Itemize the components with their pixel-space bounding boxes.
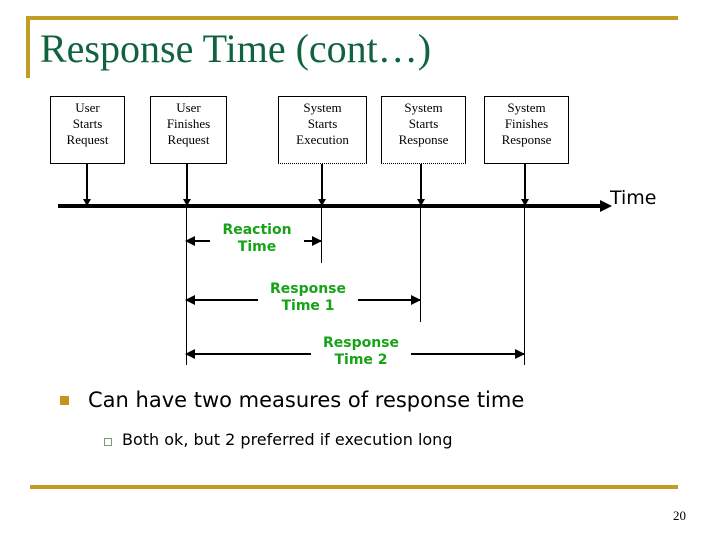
- measure-label-reaction-time: Reaction Time: [210, 222, 304, 256]
- measure-arrow-right-response-time-1: [411, 295, 421, 305]
- measure-label-line-2: Time 2: [334, 352, 388, 368]
- event-box-system-starts-response: System Starts Response: [381, 96, 466, 164]
- measure-arrow-left-response-time-2: [185, 349, 195, 359]
- measure-label-line-1: Response: [322, 335, 400, 351]
- title-left-rule: [26, 16, 30, 78]
- page-title: Response Time (cont…): [40, 26, 432, 71]
- timeline-axis-label: Time: [610, 187, 657, 209]
- timeline-axis: [58, 204, 603, 208]
- event-box-line-1: User: [75, 100, 100, 115]
- bullet-level2-text: Both ok, but 2 preferred if execution lo…: [122, 430, 453, 449]
- measure-label-line-2: Time: [237, 239, 277, 255]
- drop-arrow-system-starts-response: [417, 164, 425, 206]
- event-box-line-3: Response: [398, 132, 449, 147]
- guide-line-system-starts-execution: [321, 207, 322, 263]
- measure-label-line-2: Time 1: [281, 298, 335, 314]
- page-number: 20: [673, 508, 686, 523]
- event-box-line-2: Starts: [72, 116, 103, 131]
- event-box-line-1: System: [507, 100, 546, 115]
- event-box-user-starts-request: User Starts Request: [50, 96, 125, 164]
- event-box-system-finishes-response: System Finishes Response: [484, 96, 569, 164]
- measure-label-response-time-2: Response Time 2: [311, 335, 411, 369]
- event-box-line-3: Request: [167, 132, 210, 147]
- footer-rule: [30, 485, 678, 489]
- measure-label-response-time-1: Response Time 1: [258, 281, 358, 315]
- event-box-line-3: Response: [501, 132, 552, 147]
- event-box-line-3: Execution: [296, 132, 349, 147]
- measure-label-line-1: Reaction: [222, 222, 292, 238]
- bullet-level2-marker: [104, 438, 112, 446]
- event-box-line-1: System: [303, 100, 342, 115]
- event-box-line-2: Starts: [408, 116, 439, 131]
- guide-line-system-finishes-response: [524, 207, 525, 365]
- event-box-line-3: Request: [66, 132, 109, 147]
- measure-label-line-1: Response: [269, 281, 347, 297]
- title-top-rule: [26, 16, 678, 20]
- drop-arrow-user-starts-request: [83, 164, 91, 206]
- measure-arrow-right-response-time-2: [515, 349, 525, 359]
- event-box-line-2: Finishes: [504, 116, 549, 131]
- bullet-level1-marker: [60, 396, 69, 405]
- event-box-user-finishes-request: User Finishes Request: [150, 96, 227, 164]
- event-box-line-2: Finishes: [166, 116, 211, 131]
- bullet-level1-text: Can have two measures of response time: [88, 388, 525, 412]
- guide-line-user-finishes-request: [186, 207, 187, 365]
- event-box-line-1: System: [404, 100, 443, 115]
- drop-arrow-system-starts-execution: [318, 164, 326, 206]
- measure-arrow-left-reaction-time: [185, 236, 195, 246]
- timeline-arrow-head: [600, 200, 612, 212]
- event-box-line-2: Starts: [307, 116, 338, 131]
- guide-line-system-starts-response: [420, 207, 421, 322]
- drop-arrow-system-finishes-response: [521, 164, 529, 206]
- event-box-system-starts-execution: System Starts Execution: [278, 96, 367, 164]
- measure-arrow-left-response-time-1: [185, 295, 195, 305]
- measure-arrow-right-reaction-time: [312, 236, 322, 246]
- event-box-line-1: User: [176, 100, 201, 115]
- drop-arrow-user-finishes-request: [183, 164, 191, 206]
